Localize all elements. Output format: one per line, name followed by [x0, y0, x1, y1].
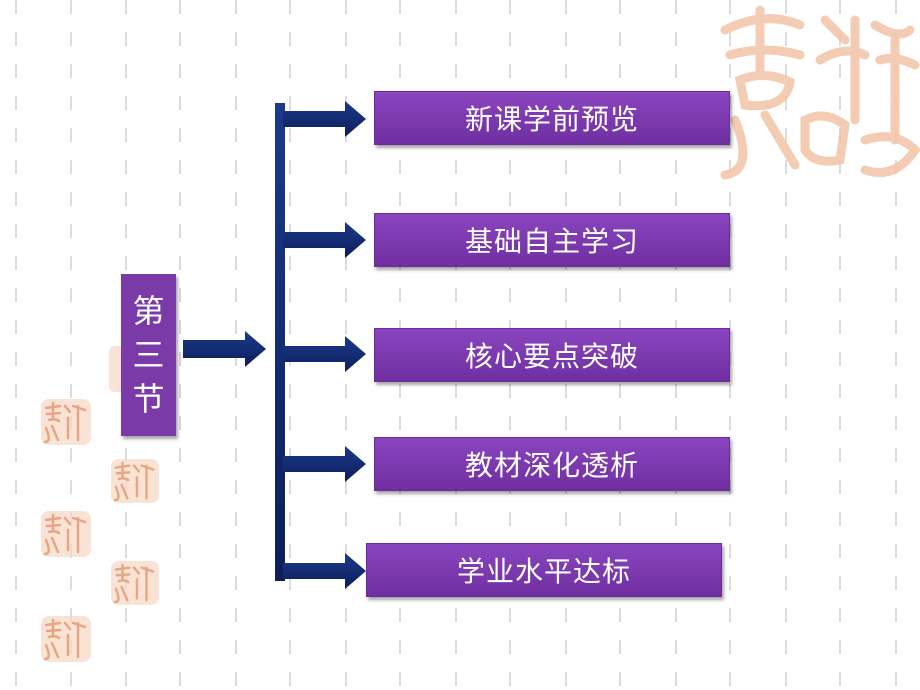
main-arrow: [183, 331, 266, 367]
menu-button-level-test[interactable]: 学业水平达标: [366, 543, 722, 597]
seal-logo-5: [41, 616, 91, 662]
branch-arrow-3: [283, 336, 366, 372]
seal-logo-3: [41, 511, 91, 557]
seal-logo-2: [111, 458, 159, 504]
seal-logo-large: [720, 5, 920, 180]
branch-arrow-2: [283, 222, 366, 258]
section-char-2: 三: [132, 336, 165, 374]
menu-button-textbook-analysis[interactable]: 教材深化透析: [374, 437, 730, 491]
branch-arrow-4: [283, 446, 366, 482]
section-char-1: 第: [132, 292, 165, 330]
section-char-3: 节: [132, 380, 165, 418]
menu-button-self-study[interactable]: 基础自主学习: [374, 213, 730, 267]
menu-button-preview[interactable]: 新课学前预览: [374, 91, 730, 145]
menu-button-key-points[interactable]: 核心要点突破: [374, 328, 730, 382]
seal-logo-4: [111, 560, 159, 606]
section-label-box: 第 三 节: [121, 274, 176, 436]
branch-arrow-1: [283, 101, 366, 137]
seal-logo-1: [41, 399, 91, 445]
connector-spine: [275, 103, 285, 581]
branch-arrow-5: [283, 553, 366, 589]
